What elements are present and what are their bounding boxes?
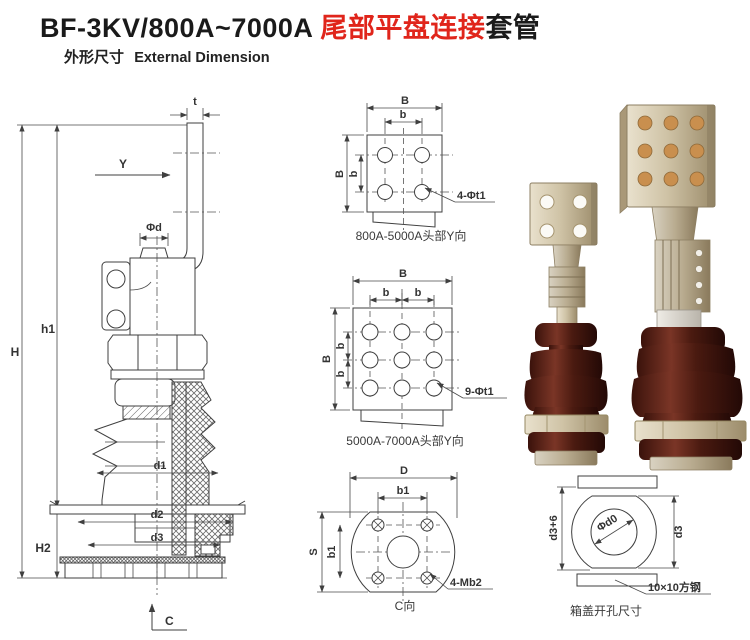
dimension-H2: H2: [35, 506, 60, 579]
dimension-B-left: B: [321, 307, 350, 411]
dimension-d2: d2: [77, 509, 233, 525]
dim-label-t: t: [193, 96, 197, 108]
hole-callout: 4-Mb2: [429, 573, 493, 590]
square-bar-top: [577, 475, 658, 489]
bolt-holes: [361, 323, 443, 397]
svg-text:9-Φt1: 9-Φt1: [465, 386, 494, 398]
dimension-d3: d3: [87, 532, 221, 548]
dimension-D: D: [349, 465, 458, 518]
drawing-caption: C向: [395, 598, 416, 613]
shed-detail-lines: [105, 441, 165, 467]
head-view-4hole-drawing: B b B b 4-Φt1 800A-5000A头部Y向: [334, 95, 495, 243]
c-view-drawing: D b1 S b1 4-Mb2 C向: [308, 465, 493, 613]
drawing-caption: 箱盖开孔尺寸: [570, 603, 642, 618]
dim-label-y: Y: [119, 157, 127, 171]
dim-label-d2: d2: [151, 509, 164, 521]
title-highlight: 尾部平盘连接: [320, 13, 486, 43]
title-model: BF-3KV/800A~7000A: [40, 13, 313, 43]
dimension-B-top: B: [366, 95, 443, 132]
svg-text:b: b: [400, 109, 407, 121]
head-view-9hole-drawing: B b b B b b 9-Φt1 5000A-7000A头部: [321, 268, 507, 448]
square-bar-bottom: [576, 573, 658, 587]
cover-hole-drawing: Φd0 d3+6 d3 10×10方钢 箱盖开孔尺寸: [548, 475, 711, 618]
dimension-d3-plus-6: d3+6: [548, 486, 590, 571]
svg-text:b: b: [348, 170, 360, 177]
page-title: BF-3KV/800A~7000A 尾部平盘连接套管: [40, 6, 540, 45]
hex-nut: [107, 334, 208, 420]
page-subtitle: 外形尺寸 External Dimension: [64, 46, 270, 67]
threaded-holes: [371, 518, 434, 585]
svg-text:B: B: [401, 95, 409, 107]
svg-text:B: B: [321, 355, 333, 363]
c-view-arrow: C: [148, 603, 187, 631]
center-hole: [386, 535, 420, 569]
svg-text:B: B: [399, 268, 407, 280]
dimension-t: t: [170, 96, 220, 120]
dim-label-phi-d: Φd: [146, 222, 162, 234]
dimension-b1-top: b1: [377, 485, 428, 514]
base-assembly: [59, 556, 226, 579]
svg-text:b: b: [335, 370, 347, 377]
connector-body: [101, 257, 196, 336]
dimension-b-left: b b: [335, 331, 351, 389]
dimension-b1-left: b1: [326, 524, 343, 579]
svg-text:B: B: [334, 170, 346, 178]
dim-label-d3: d3: [151, 532, 164, 544]
svg-text:d3: d3: [673, 526, 685, 539]
svg-text:10×10方钢: 10×10方钢: [648, 580, 701, 594]
dim-label-c: C: [165, 614, 174, 628]
dimension-d1: d1: [96, 460, 219, 476]
svg-text:b1: b1: [397, 485, 410, 497]
svg-text:b1: b1: [326, 546, 338, 559]
drawing-caption: 5000A-7000A头部Y向: [346, 433, 463, 448]
svg-text:b: b: [415, 287, 422, 299]
dimension-b-left: b: [348, 154, 364, 193]
dimension-B-left: B: [334, 134, 364, 213]
side-section-drawing: t Y H h1 H2 Φd: [11, 96, 246, 631]
dimension-d3: d3: [638, 495, 685, 569]
bar-callout: 10×10方钢: [614, 579, 711, 595]
product-photo-9hole-bushing: [619, 103, 747, 471]
dim-label-d1: d1: [154, 460, 167, 472]
svg-text:S: S: [308, 548, 320, 555]
dimension-h1: h1: [41, 124, 60, 508]
subtitle-cn: 外形尺寸: [64, 49, 125, 66]
svg-text:4-Mb2: 4-Mb2: [450, 577, 482, 589]
svg-text:b: b: [335, 342, 347, 349]
svg-text:d3+6: d3+6: [548, 515, 560, 540]
dim-label-H2: H2: [35, 541, 51, 555]
bolt-holes: [377, 147, 430, 200]
insulation-column: [171, 381, 187, 556]
hole-callout: 4-Φt1: [424, 187, 495, 203]
dim-label-h1: h1: [41, 322, 55, 336]
subtitle-en: External Dimension: [134, 50, 270, 66]
top-stud: Φd: [139, 222, 169, 259]
hole-callout: 9-Φt1: [436, 382, 507, 399]
busbar-conductor: [141, 122, 220, 273]
y-view-arrow: Y: [95, 157, 171, 179]
drawing-caption: 800A-5000A头部Y向: [356, 228, 467, 243]
dimension-b-top: b: [384, 109, 423, 128]
dimension-b-top: b b: [369, 287, 435, 305]
dimension-H: H: [11, 124, 25, 579]
dimension-S: S: [308, 511, 368, 593]
insulation-right: [185, 381, 216, 506]
product-photos: [524, 103, 747, 471]
svg-text:4-Φt1: 4-Φt1: [457, 190, 486, 202]
svg-text:b: b: [383, 287, 390, 299]
svg-text:D: D: [400, 465, 408, 477]
plate-outline: [366, 134, 443, 228]
dimension-B-top: B: [352, 268, 453, 305]
product-photo-4hole-bushing: [524, 182, 609, 466]
dim-label-H: H: [11, 345, 20, 359]
title-suffix: 套管: [485, 13, 541, 43]
